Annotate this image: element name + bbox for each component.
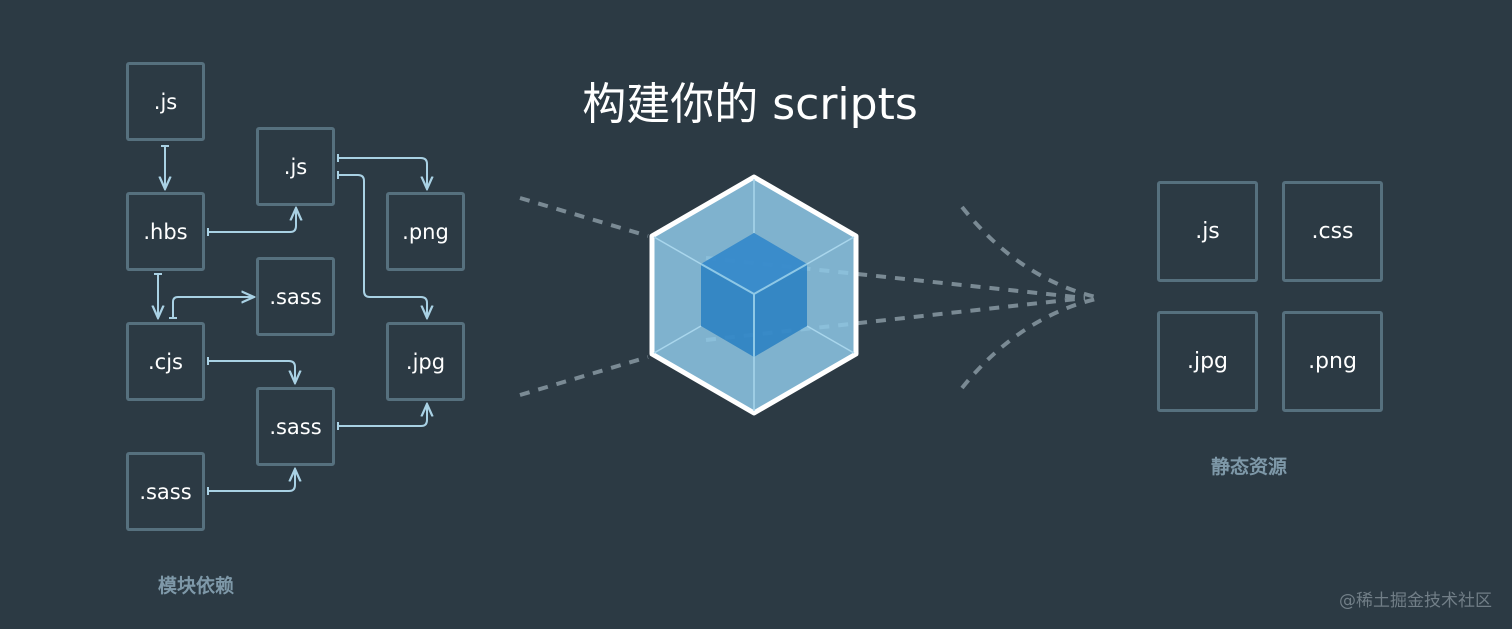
dependency-node: .js: [256, 127, 335, 206]
arrow-sass-mid-to-jpg: [338, 404, 427, 427]
dependency-node: .hbs: [126, 192, 205, 271]
arrow-cjs-to-sass-top: [172, 297, 254, 318]
asset-node: .js: [1157, 181, 1258, 282]
assets-caption: 静态资源: [1210, 456, 1287, 478]
dependency-node: .sass: [126, 452, 205, 531]
webpack-logo-icon: [649, 174, 859, 416]
dependencies-caption: 模块依赖: [157, 575, 234, 597]
dependency-node: .cjs: [126, 322, 205, 401]
arrow-cjs-to-sass-mid: [208, 360, 295, 383]
dependency-node: .js: [126, 62, 205, 141]
arrow-hbs-to-js: [208, 208, 296, 233]
arrow-sass-bottom-to-sass-mid: [208, 469, 295, 492]
asset-node: .png: [1282, 311, 1383, 412]
arrow-js-to-png: [338, 157, 427, 189]
dependency-node: .png: [386, 192, 465, 271]
dependency-node: .sass: [256, 387, 335, 466]
watermark: @稀土掘金技术社区: [1339, 591, 1492, 611]
asset-node: .jpg: [1157, 311, 1258, 412]
asset-node: .css: [1282, 181, 1383, 282]
dependency-node: .sass: [256, 257, 335, 336]
arrow-js-to-jpg: [338, 174, 427, 318]
dependency-node: .jpg: [386, 322, 465, 401]
page-title: 构建你的 scripts: [582, 79, 918, 130]
